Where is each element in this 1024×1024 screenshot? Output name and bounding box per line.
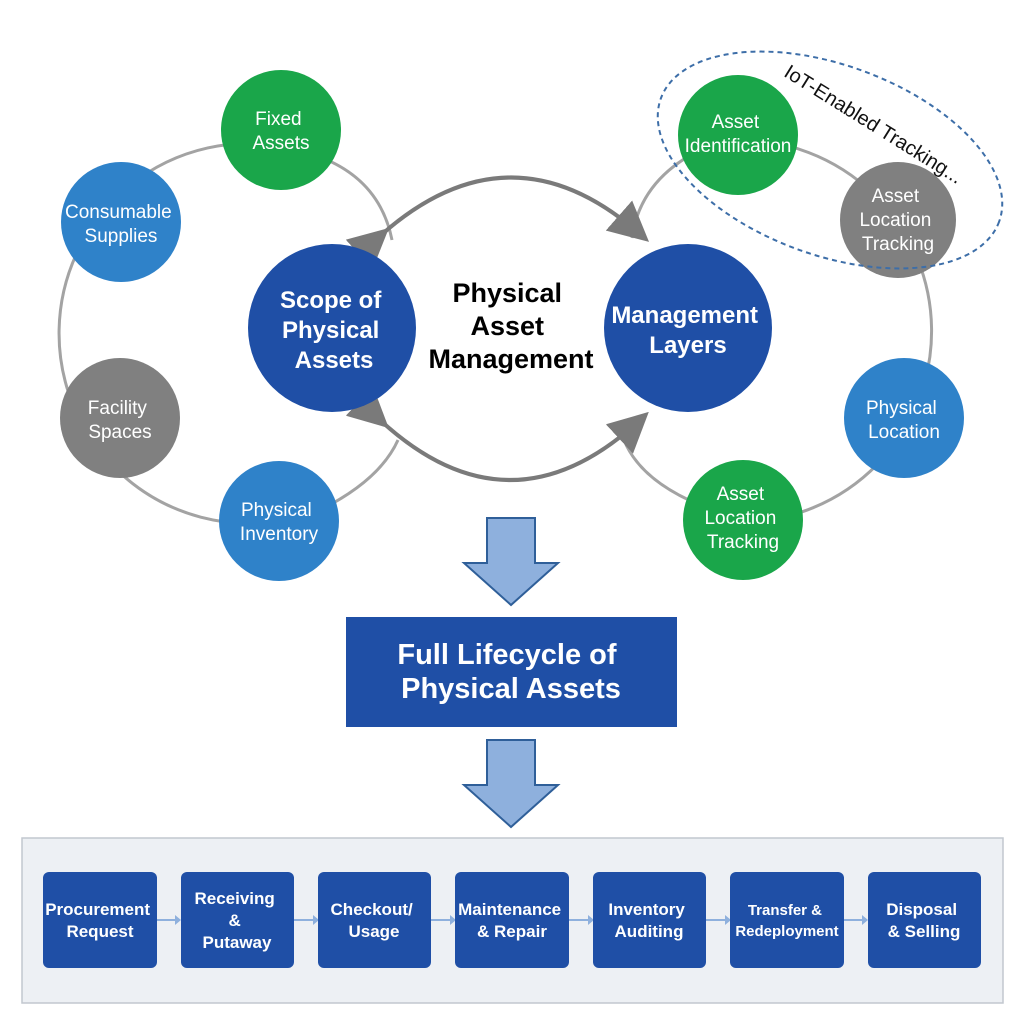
step-maintenance-repair: Maintenance & Repair — [455, 872, 569, 968]
down-arrow-bottom — [461, 739, 561, 829]
step-checkout-usage: Checkout/ Usage — [318, 872, 431, 968]
svg-text:Asset Location Tra: Asset Location Tracking — [704, 484, 781, 553]
down-arrow-top — [461, 517, 561, 607]
node-physical-location: Physical Location — [844, 358, 964, 478]
svg-text:Disposal & Selling: Disposal & Selling — [886, 900, 962, 941]
step-inventory-auditing: Inventory Auditing — [593, 872, 706, 968]
svg-text:Maintenance & Repair: Maintenance & Repair — [458, 900, 566, 941]
node-consumable-supplies: Consumable Supplies — [61, 162, 181, 282]
svg-text:Physical Location: Physical Location — [866, 398, 942, 443]
node-asset-identification: Asset Identification — [678, 75, 798, 195]
step-transfer-redeployment: Transfer & Redeployment — [730, 872, 844, 968]
svg-text:Facility Spaces: Facility Spaces — [88, 398, 152, 443]
hub-scope-of-physical-assets: Scope of Physical Assets — [248, 244, 416, 412]
svg-text:Fixed Assets: Fixed Assets — [252, 109, 309, 154]
svg-text:Procurement Request: Procurement Request — [45, 900, 155, 941]
hub-management-layers: Management Layers — [604, 244, 772, 412]
node-facility-spaces: Facility Spaces — [60, 358, 180, 478]
node-fixed-assets: Fixed Assets — [221, 70, 341, 190]
svg-text:Consumable Supplies: Consumable Supplies — [65, 202, 177, 247]
iot-dashed-ellipse — [656, 50, 1004, 270]
bottom-double-arrow — [345, 386, 649, 482]
svg-text:Inventory Auditing: Inventory Auditing — [608, 900, 689, 941]
node-asset-location-tracking-gray: Asset Location Tracking — [840, 162, 956, 278]
right-ring — [737, 138, 933, 524]
svg-text:Full Lifecycle of Physic: Full Lifecycle of Physical Assets — [397, 639, 624, 705]
svg-text:Management Layers: Management Layers — [611, 302, 764, 359]
node-asset-location-tracking-green: Asset Location Tracking — [683, 460, 803, 580]
svg-text:Transfer & Redeployment: Transfer & Redeployment — [735, 902, 838, 940]
step-receiving-putaway: Receiving & Putaway — [181, 872, 294, 968]
svg-text:Asset Identification: Asset Identification — [685, 112, 792, 157]
left-ring — [57, 141, 287, 525]
svg-text:Physical Inventory: Physical Inventory — [240, 500, 319, 545]
step-procurement-request: Procurement Request — [43, 872, 157, 968]
svg-text:Checkout/ Usage: Checkout/ Usage — [331, 900, 418, 941]
svg-text:Receiving & Putawa: Receiving & Putaway — [194, 889, 279, 952]
svg-text:Asset Location Tra: Asset Location Tracking — [859, 186, 936, 255]
step-disposal-selling: Disposal & Selling — [868, 872, 981, 968]
node-physical-inventory: Physical Inventory — [219, 461, 339, 581]
step-connectors — [157, 915, 868, 925]
top-double-arrow — [345, 175, 650, 270]
center-title: Physical Asset Management — [428, 278, 593, 374]
left-ring-upper-link — [319, 155, 394, 241]
svg-text:Scope of Physical: Scope of Physical Assets — [280, 287, 388, 374]
lifecycle-box: Full Lifecycle of Physical Assets — [346, 617, 677, 727]
